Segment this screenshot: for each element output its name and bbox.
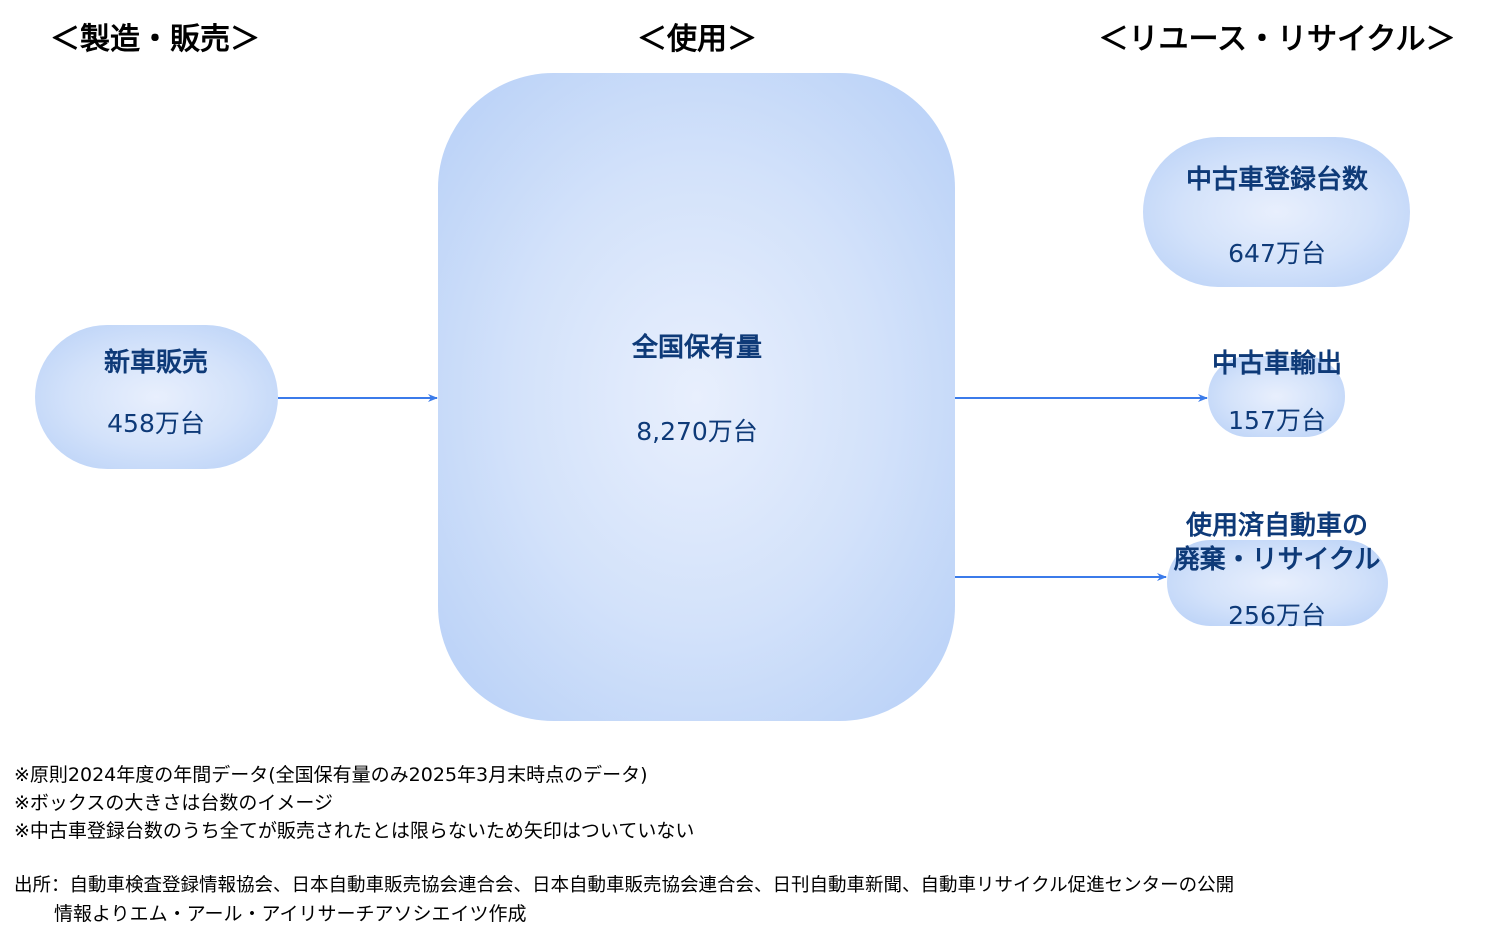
stock-title: 全国保有量 [631,333,763,363]
source-line-1: 出所：自動車検査登録情報協会、日本自動車販売協会連合会、日本自動車販売協会連合会… [14,875,1235,896]
header-reuse-recycle: ＜リユース・リサイクル＞ [1098,22,1456,57]
used-export-title: 中古車輸出 [1211,349,1343,379]
new-sales-title: 新車販売 [103,348,209,378]
source-line-2: 情報よりエム・アール・アイリサーチアソシエイツ作成 [54,903,527,925]
scrap-recycle-value: 256万台 [1228,601,1326,630]
header-use: ＜使用＞ [637,22,757,57]
box-new-sales [35,325,278,469]
new-sales-value: 458万台 [107,409,205,438]
header-manufacture-sales: ＜製造・販売＞ [50,22,260,57]
scrap-recycle-title-line2: 廃棄・リサイクル [1173,545,1381,575]
stock-value: 8,270万台 [636,417,758,446]
used-registration-value: 647万台 [1228,239,1326,268]
box-used-registration [1143,137,1410,287]
box-used-export [1208,356,1345,437]
box-scrap-recycle [1167,540,1388,626]
used-registration-title: 中古車登録台数 [1185,165,1369,195]
note-3: ※中古車登録台数のうち全てが販売されたとは限らないため矢印はついていない [14,820,695,842]
scrap-recycle-title-line1: 使用済自動車の [1185,511,1369,541]
scrap-recycle-title: 使用済自動車の 廃棄・リサイクル [1174,509,1381,577]
box-national-stock [438,73,955,721]
note-1: ※原則2024年度の年間データ(全国保有量のみ2025年3月末時点のデータ) [14,764,648,786]
used-export-value: 157万台 [1228,406,1326,435]
note-2: ※ボックスの大きさは台数のイメージ [14,792,333,814]
